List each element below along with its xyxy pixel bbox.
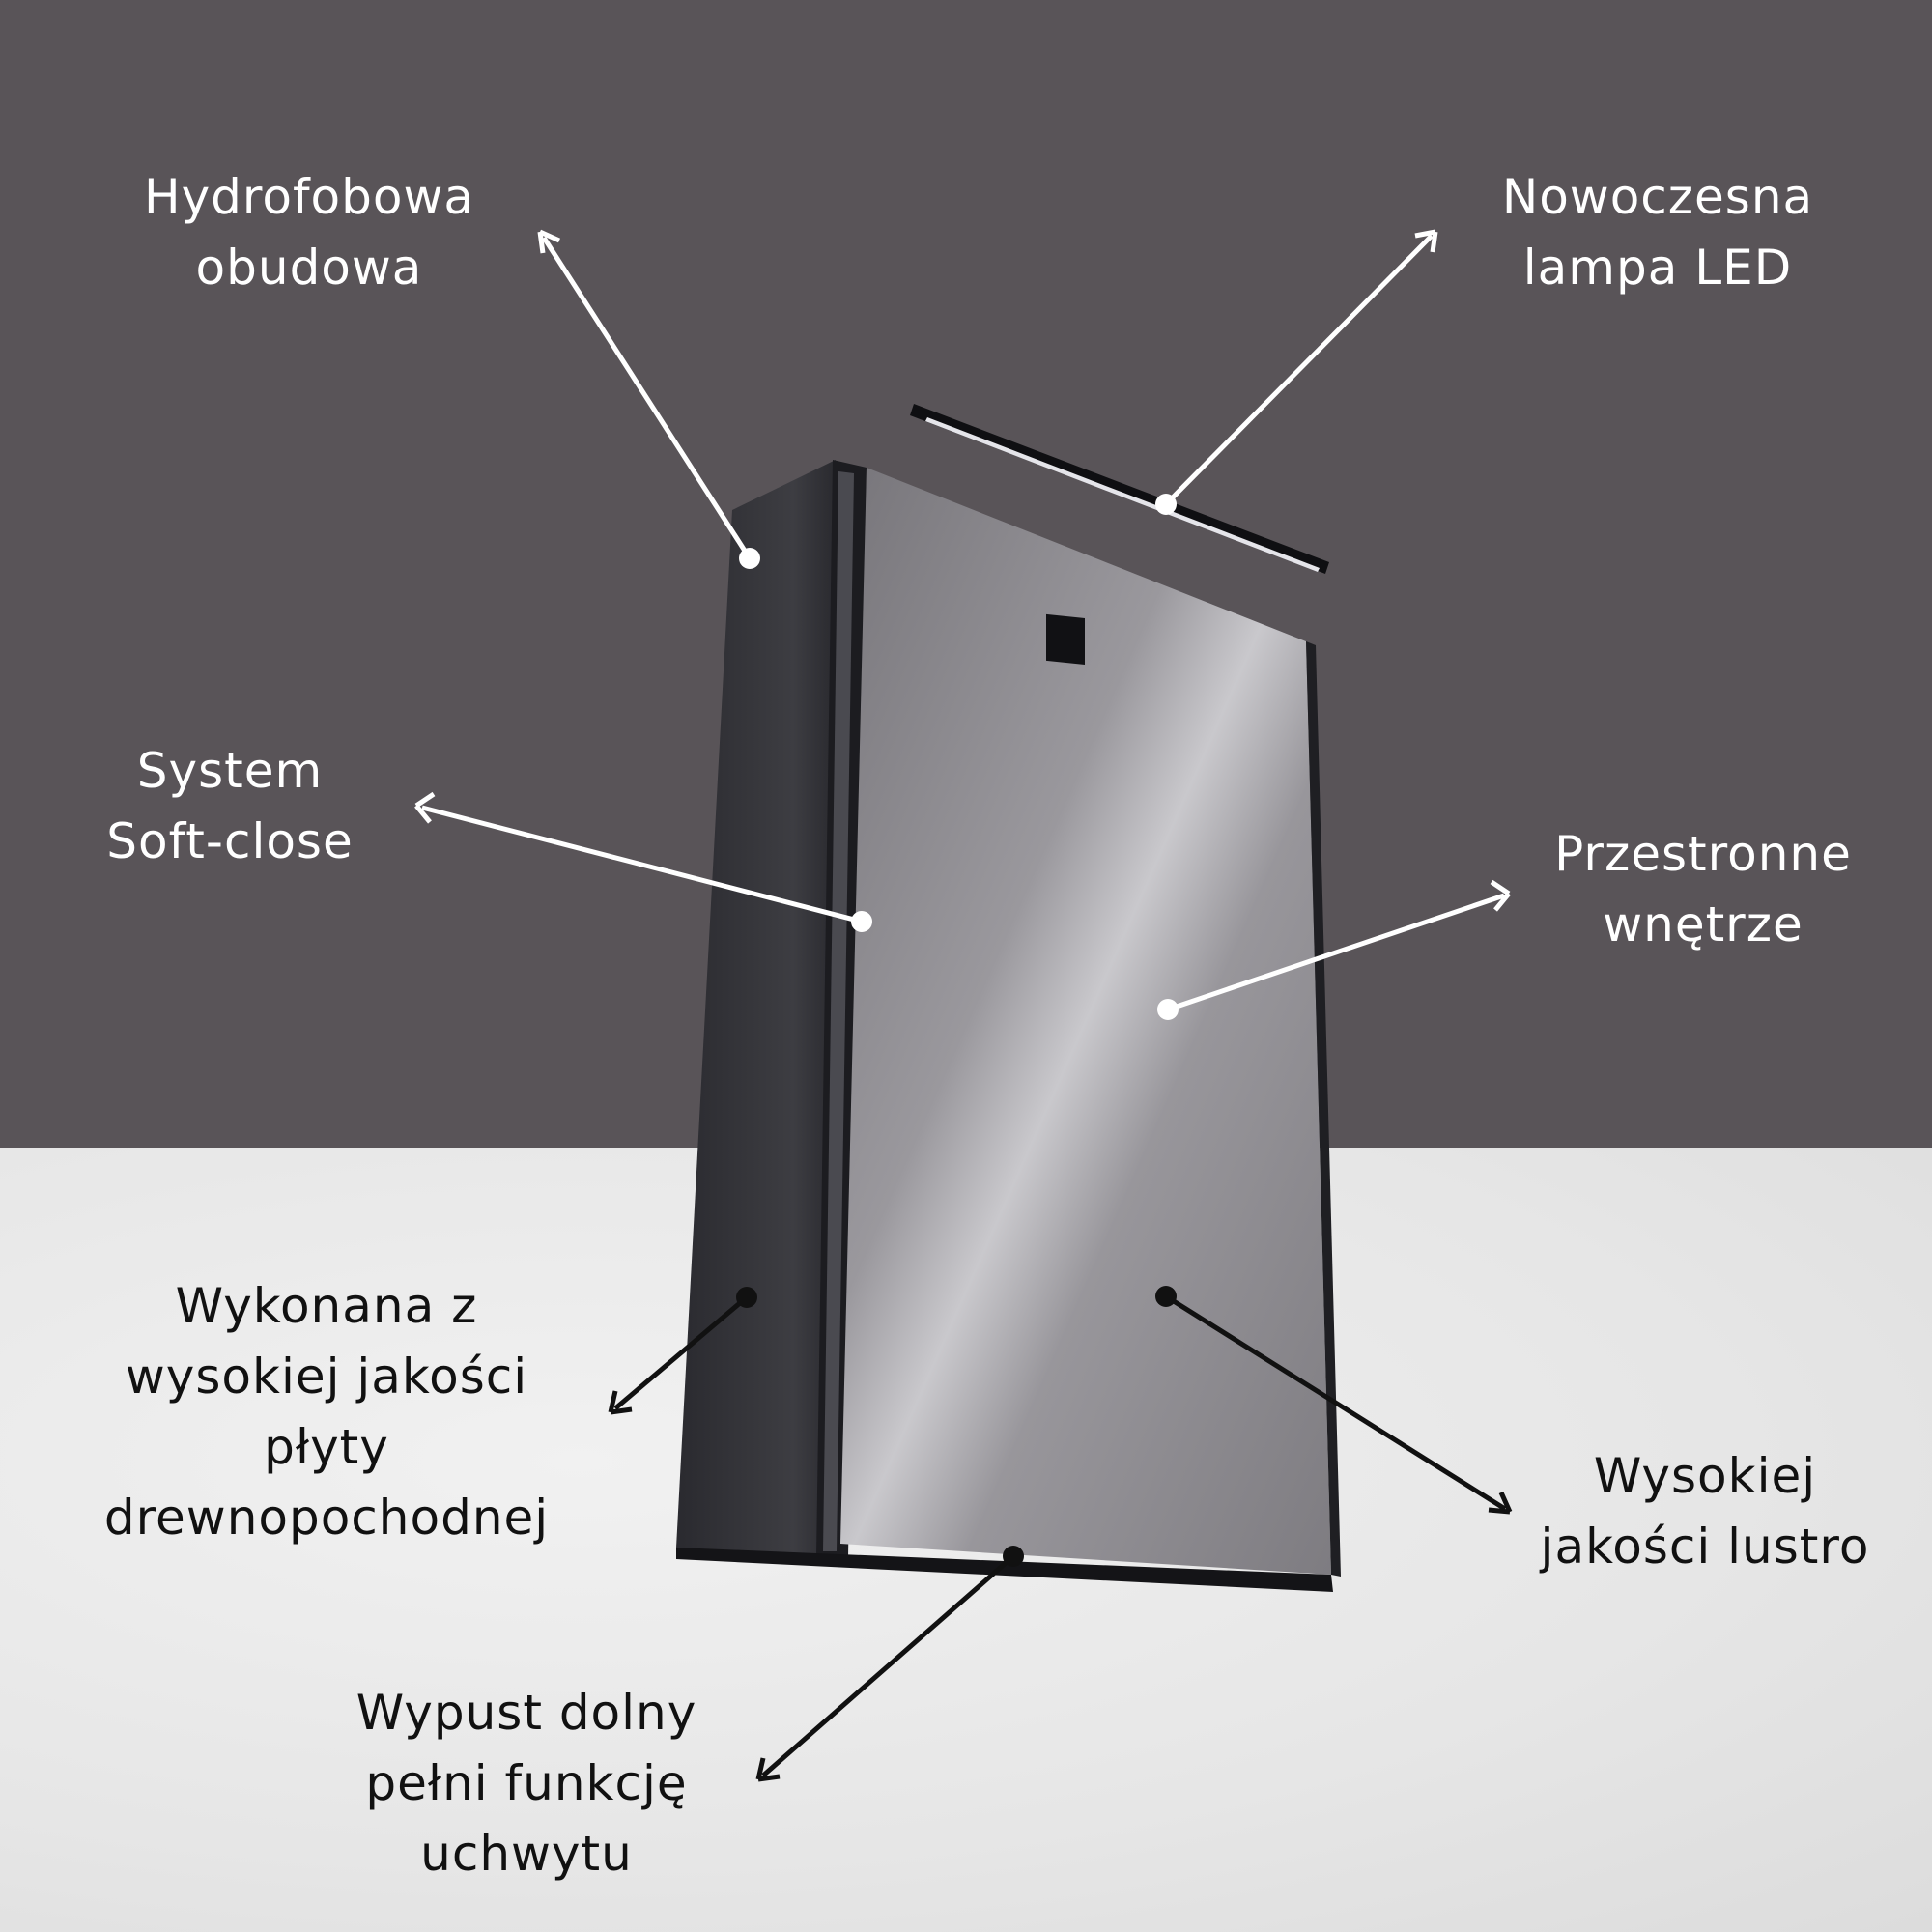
led-lamp-bar [910, 404, 1329, 574]
label-housing: Hydrofobowa obudowa [143, 169, 475, 296]
callout-line-led [1164, 234, 1434, 506]
callout-dot-softclose [851, 911, 872, 932]
callout-dot-mirror [1155, 1286, 1177, 1307]
callout-line-softclose [421, 805, 863, 924]
callout-dot-handle [1003, 1546, 1024, 1567]
label-handle: Wypust dolny pełni funkcję uchwytu [355, 1685, 697, 1882]
bottom-outlet [676, 1548, 1333, 1592]
callout-line-housing [541, 236, 753, 560]
cabinet-right-edge [1306, 641, 1341, 1577]
label-board: Wykonana z wysokiej jakości płyty drewno… [103, 1278, 550, 1546]
callout-dot-interior [1157, 999, 1179, 1020]
callout-line-interior [1167, 893, 1505, 1012]
label-mirror: Wysokiej jakości lustro [1540, 1448, 1870, 1575]
callout-line-mirror [1164, 1293, 1507, 1512]
label-led: Nowoczesna lampa LED [1501, 169, 1814, 296]
callout-line-handle [761, 1554, 1015, 1777]
callout-dot-housing [739, 548, 760, 569]
callout-dot-led [1155, 494, 1177, 515]
callout-dot-board [736, 1287, 757, 1308]
led-lamp-mount [1046, 613, 1085, 666]
callout-line-board [613, 1295, 749, 1410]
label-interior: Przestronne wnętrze [1554, 826, 1852, 952]
mirror-door [840, 468, 1331, 1575]
label-softclose: System Soft-close [106, 743, 354, 869]
cabinet-side-panel [676, 460, 843, 1558]
